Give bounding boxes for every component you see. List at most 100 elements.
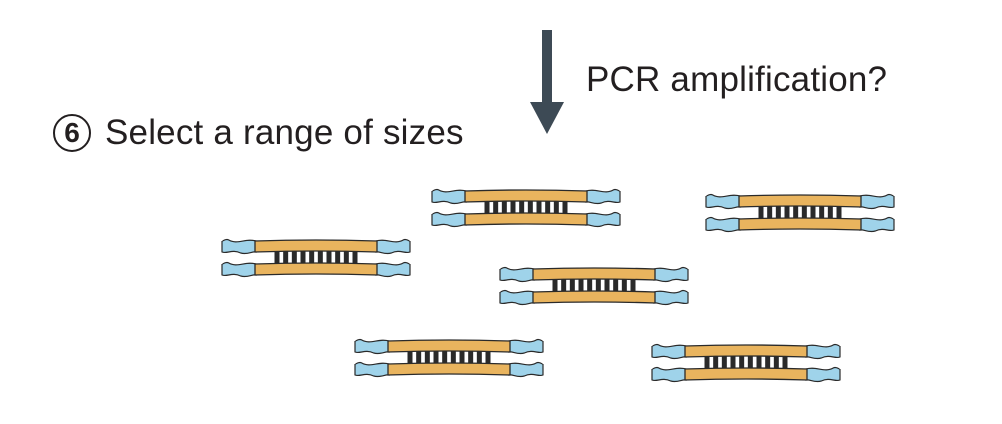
base-pair: [433, 351, 439, 365]
base-pair: [283, 251, 289, 265]
base-pairs: [758, 206, 842, 220]
base-pair: [621, 279, 627, 293]
base-pair: [613, 279, 619, 293]
left-adapter: [705, 193, 741, 210]
left-adapter: [354, 338, 390, 355]
bottom-strand-insert: [464, 212, 588, 226]
base-pair: [730, 356, 736, 370]
base-pair: [309, 251, 315, 265]
bottom-strand-insert: [254, 262, 378, 276]
base-pair: [553, 201, 559, 215]
left-adapter: [499, 266, 535, 283]
base-pair: [578, 279, 584, 293]
base-pair: [527, 201, 533, 215]
base-pair: [416, 351, 422, 365]
base-pair: [775, 206, 781, 220]
right-adapter: [859, 216, 895, 233]
base-pair: [442, 351, 448, 365]
base-pair: [519, 201, 525, 215]
base-pair: [569, 279, 575, 293]
base-pair: [450, 351, 456, 365]
base-pair: [604, 279, 610, 293]
base-pair: [352, 251, 358, 265]
right-adapter: [375, 261, 411, 278]
base-pair: [773, 356, 779, 370]
step-number-badge: 6: [53, 114, 91, 152]
top-strand-insert: [738, 194, 862, 208]
right-adapter: [859, 193, 895, 210]
base-pair: [407, 351, 413, 365]
base-pairs: [552, 279, 636, 293]
base-pair: [291, 251, 297, 265]
base-pair: [782, 356, 788, 370]
base-pair: [562, 201, 568, 215]
right-adapter: [585, 211, 621, 228]
base-pair: [747, 356, 753, 370]
base-pair: [630, 279, 636, 293]
bottom-strand-insert: [684, 367, 808, 381]
left-adapter: [221, 261, 257, 278]
top-strand-insert: [387, 339, 511, 353]
top-strand-insert: [464, 189, 588, 203]
left-adapter: [499, 289, 535, 306]
base-pair: [300, 251, 306, 265]
top-strand-insert: [532, 267, 656, 281]
right-adapter: [508, 361, 544, 378]
left-adapter: [651, 343, 687, 360]
base-pair: [704, 356, 710, 370]
base-pair: [793, 206, 799, 220]
base-pair: [819, 206, 825, 220]
right-adapter: [653, 266, 689, 283]
left-adapter: [705, 216, 741, 233]
left-adapter: [431, 211, 467, 228]
dna-fragment: [431, 188, 621, 228]
base-pair: [810, 206, 816, 220]
dna-fragment: [651, 343, 841, 383]
pcr-amplification-label: PCR amplification?: [586, 60, 888, 99]
base-pair: [801, 206, 807, 220]
left-adapter: [354, 361, 390, 378]
base-pair: [784, 206, 790, 220]
top-strand-insert: [254, 239, 378, 253]
left-adapter: [651, 366, 687, 383]
base-pair: [343, 251, 349, 265]
base-pair: [836, 206, 842, 220]
base-pair: [595, 279, 601, 293]
right-adapter: [375, 238, 411, 255]
base-pair: [721, 356, 727, 370]
base-pairs: [484, 201, 568, 215]
base-pair: [545, 201, 551, 215]
base-pair: [485, 351, 491, 365]
left-adapter: [431, 188, 467, 205]
bottom-strand-insert: [738, 217, 862, 231]
base-pair: [756, 356, 762, 370]
base-pair: [326, 251, 332, 265]
base-pair: [758, 206, 764, 220]
base-pair: [587, 279, 593, 293]
base-pair: [274, 251, 280, 265]
right-adapter: [508, 338, 544, 355]
right-adapter: [653, 289, 689, 306]
base-pair: [424, 351, 430, 365]
base-pair: [317, 251, 323, 265]
base-pair: [713, 356, 719, 370]
base-pair: [493, 201, 499, 215]
base-pair: [484, 201, 490, 215]
base-pairs: [274, 251, 358, 265]
dna-fragment: [705, 193, 895, 233]
base-pairs: [704, 356, 788, 370]
base-pair: [739, 356, 745, 370]
bottom-strand-insert: [387, 362, 511, 376]
left-adapter: [221, 238, 257, 255]
down-arrow-icon: [530, 30, 564, 134]
top-strand-insert: [684, 344, 808, 358]
base-pair: [561, 279, 567, 293]
base-pair: [827, 206, 833, 220]
base-pair: [459, 351, 465, 365]
step-title: Select a range of sizes: [105, 113, 464, 152]
right-adapter: [585, 188, 621, 205]
base-pair: [552, 279, 558, 293]
dna-fragment: [499, 266, 689, 306]
base-pair: [765, 356, 771, 370]
base-pairs: [407, 351, 491, 365]
